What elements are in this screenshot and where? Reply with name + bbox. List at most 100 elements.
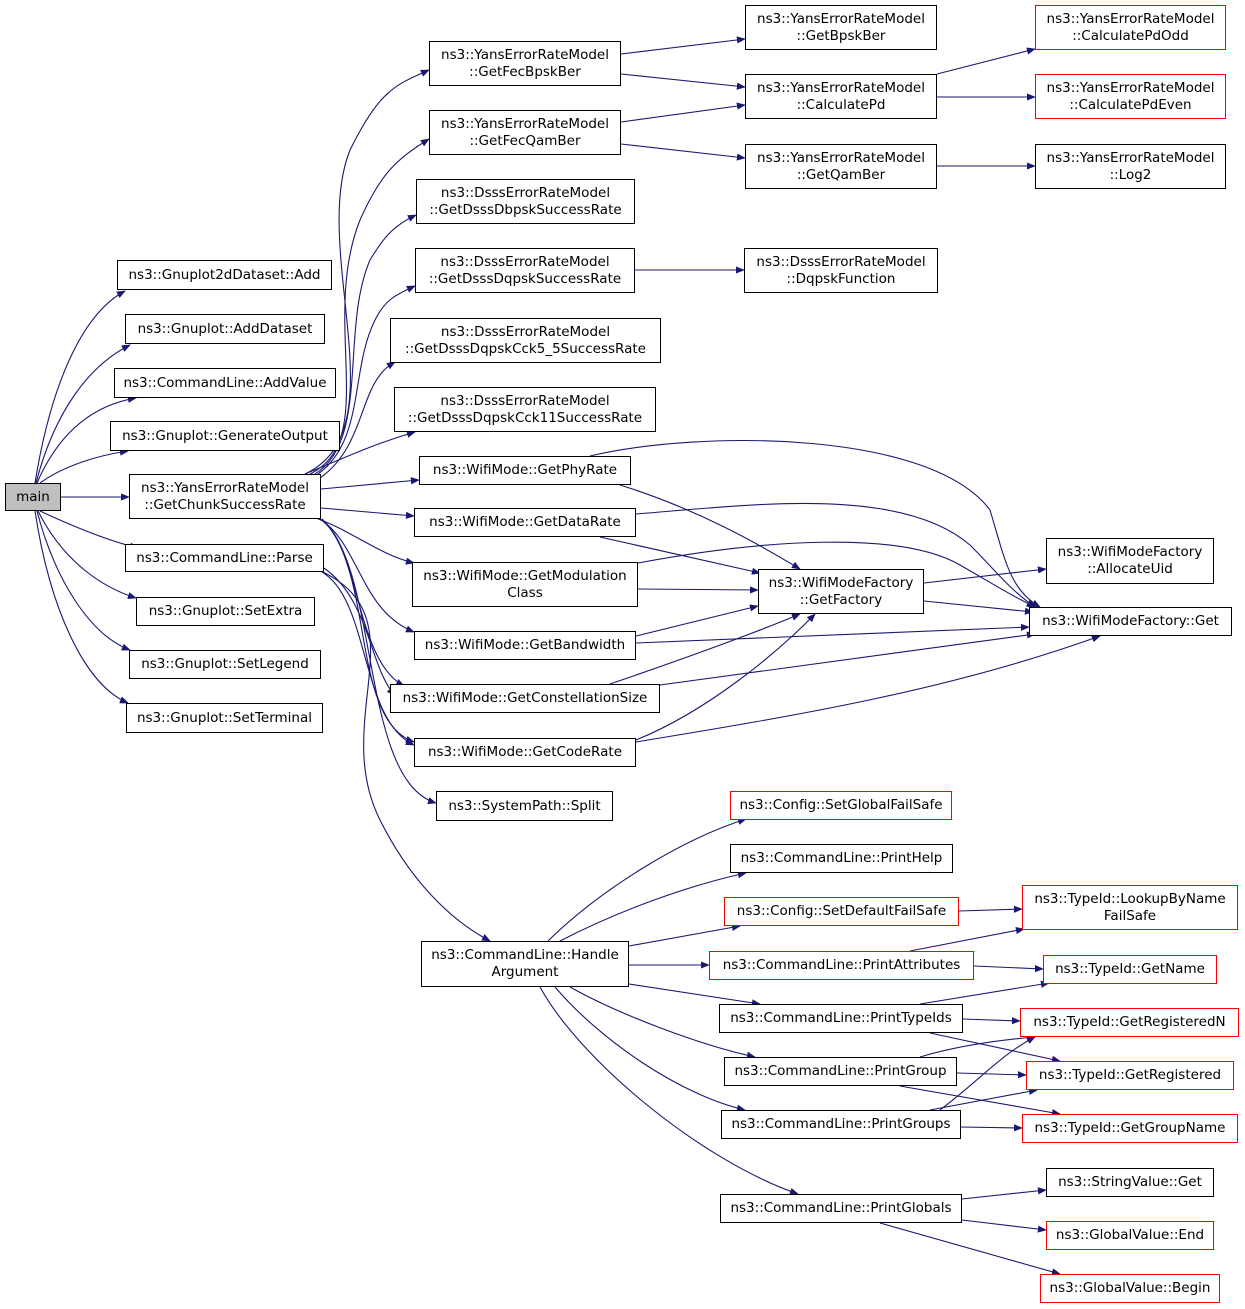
node-label-line: ns3::CommandLine::PrintTypeIds [730, 1010, 952, 1026]
edge-printgroups-to-getregn [939, 1036, 1036, 1111]
node-label-line: ns3::CommandLine::PrintGroup [734, 1063, 947, 1079]
node-typeid-get-group-name[interactable]: ns3::TypeId::GetGroupName [1022, 1114, 1238, 1143]
node-label-line: ns3::WifiMode::GetDataRate [429, 514, 621, 530]
edge-fecbpsk-to-bpskber [620, 36, 746, 55]
node-commandline-print-group[interactable]: ns3::CommandLine::PrintGroup [724, 1057, 957, 1086]
node-label-line: ::GetBpskBer [796, 27, 886, 44]
node-wifimodefactory-allocate-uid[interactable]: ns3::WifiModeFactory::AllocateUid [1046, 538, 1214, 584]
node-wifimodefactory-get-factory[interactable]: ns3::WifiModeFactory::GetFactory [758, 569, 924, 614]
node-label-line: Class [507, 584, 543, 601]
node-gnuplot-set-legend[interactable]: ns3::Gnuplot::SetLegend [129, 650, 321, 679]
node-commandline-print-help[interactable]: ns3::CommandLine::PrintHelp [730, 844, 953, 873]
edge-main-to-setterminal [34, 510, 129, 704]
node-commandline-print-type-ids[interactable]: ns3::CommandLine::PrintTypeIds [719, 1004, 963, 1033]
edge-chunk-to-constsize [319, 518, 405, 687]
node-config-set-global-fail-safe[interactable]: ns3::Config::SetGlobalFailSafe [730, 791, 952, 820]
node-wifimode-get-phy-rate[interactable]: ns3::WifiMode::GetPhyRate [419, 456, 631, 485]
node-yans-get-qam-ber[interactable]: ns3::YansErrorRateModel::GetQamBer [745, 144, 937, 189]
node-wifimode-get-data-rate[interactable]: ns3::WifiMode::GetDataRate [414, 508, 636, 537]
node-dsss-cck5-5-success-rate[interactable]: ns3::DsssErrorRateModel::GetDsssDqpskCck… [390, 318, 661, 363]
node-wifimode-get-bandwidth[interactable]: ns3::WifiMode::GetBandwidth [414, 631, 636, 660]
node-yans-calculate-pd[interactable]: ns3::YansErrorRateModel::CalculatePd [745, 74, 937, 119]
node-globalvalue-end[interactable]: ns3::GlobalValue::End [1046, 1221, 1214, 1250]
node-label-line: ns3::YansErrorRateModel [757, 10, 925, 27]
node-label-line: ns3::CommandLine::PrintAttributes [722, 957, 961, 973]
node-gnuplot-set-extra[interactable]: ns3::Gnuplot::SetExtra [136, 597, 315, 626]
edge-printgroup-to-groupname [899, 1085, 1061, 1117]
edge-calcpd-to-calcpdodd [936, 47, 1036, 75]
node-dsss-dqpsk-function[interactable]: ns3::DsssErrorRateModel::DqpskFunction [744, 248, 938, 293]
node-label-line: ns3::CommandLine::Parse [136, 549, 313, 566]
node-wifimode-get-code-rate[interactable]: ns3::WifiMode::GetCodeRate [414, 738, 636, 767]
node-commandline-add-value[interactable]: ns3::CommandLine::AddValue [114, 368, 336, 398]
node-dsss-dqpsk-success-rate[interactable]: ns3::DsssErrorRateModel::GetDsssDqpskSuc… [415, 248, 635, 293]
node-wifimode-get-constellation-size[interactable]: ns3::WifiMode::GetConstellationSize [390, 684, 660, 713]
node-commandline-print-globals[interactable]: ns3::CommandLine::PrintGlobals [720, 1194, 962, 1223]
node-yans-get-chunk-success-rate[interactable]: ns3::YansErrorRateModel::GetChunkSuccess… [129, 474, 321, 519]
node-globalvalue-begin[interactable]: ns3::GlobalValue::Begin [1040, 1274, 1220, 1303]
node-dsss-dbpsk-success-rate[interactable]: ns3::DsssErrorRateModel::GetDsssDbpskSuc… [416, 179, 635, 224]
edge-setdefaultfs-to-lookup [958, 905, 1023, 913]
node-label-line: ::Log2 [1109, 166, 1152, 183]
node-label-line: ns3::WifiModeFactory::Get [1042, 613, 1219, 629]
node-label-line: ns3::Gnuplot::SetExtra [148, 603, 303, 619]
node-label-line: ns3::WifiModeFactory [768, 574, 914, 591]
node-yans-get-fec-qam-ber[interactable]: ns3::YansErrorRateModel::GetFecQamBer [429, 110, 621, 155]
edge-chunk-to-modclass [317, 518, 415, 565]
node-label-line: ::GetDsssDbpskSuccessRate [429, 201, 622, 218]
edge-phyrate-to-factory [619, 484, 801, 570]
node-label-line: ::GetDsssDqpskCck11SuccessRate [407, 409, 643, 426]
node-label-line: ns3::GlobalValue::End [1055, 1227, 1205, 1243]
edge-fecbpsk-to-calcpd [620, 73, 746, 90]
node-label-line: ns3::TypeId::GetRegisteredN [1033, 1014, 1226, 1030]
node-label-line: ::DqpskFunction [786, 270, 896, 287]
edge-chunk-to-dqpsk [317, 285, 416, 475]
edge-fecqam-to-calcpd [620, 102, 746, 123]
edge-factory-to-allocuid [923, 566, 1047, 584]
node-yans-get-bpsk-ber[interactable]: ns3::YansErrorRateModel::GetBpskBer [745, 5, 937, 50]
edge-bandwidth-to-get [635, 623, 1030, 644]
node-typeid-get-name[interactable]: ns3::TypeId::GetName [1043, 955, 1217, 984]
edge-main-to-generateoutput [39, 448, 129, 484]
edge-modclass-to-factory [637, 586, 759, 594]
node-gnuplot-generate-output[interactable]: ns3::Gnuplot::GenerateOutput [110, 421, 340, 451]
node-gnuplot2d-dataset-add[interactable]: ns3::Gnuplot2dDataset::Add [117, 260, 332, 290]
node-yans-get-fec-bpsk-ber[interactable]: ns3::YansErrorRateModel::GetFecBpskBer [429, 41, 621, 86]
node-commandline-print-attributes[interactable]: ns3::CommandLine::PrintAttributes [709, 951, 974, 980]
node-label-line: ns3::DsssErrorRateModel [440, 184, 611, 201]
node-yans-calculate-pd-even[interactable]: ns3::YansErrorRateModel::CalculatePdEven [1035, 74, 1226, 119]
node-commandline-parse[interactable]: ns3::CommandLine::Parse [125, 544, 324, 572]
node-label-line: ::CalculatePd [796, 96, 886, 113]
node-label-line: ::GetFecBpskBer [469, 63, 581, 80]
edge-printtypeids-to-getname [919, 980, 1050, 1005]
node-wifimodefactory-get[interactable]: ns3::WifiModeFactory::Get [1029, 607, 1232, 636]
node-yans-calculate-pd-odd[interactable]: ns3::YansErrorRateModel::CalculatePdOdd [1035, 5, 1226, 50]
node-typeid-get-registered-n[interactable]: ns3::TypeId::GetRegisteredN [1020, 1008, 1239, 1037]
node-gnuplot-add-dataset[interactable]: ns3::Gnuplot::AddDataset [125, 314, 325, 344]
node-dsss-cck11-success-rate[interactable]: ns3::DsssErrorRateModel::GetDsssDqpskCck… [394, 387, 656, 432]
node-stringvalue-get[interactable]: ns3::StringValue::Get [1046, 1168, 1214, 1197]
node-typeid-get-registered[interactable]: ns3::TypeId::GetRegistered [1026, 1061, 1234, 1090]
node-commandline-print-groups[interactable]: ns3::CommandLine::PrintGroups [721, 1110, 961, 1139]
edge-chunk-to-cck55 [319, 361, 396, 479]
edge-chunk-to-cck11 [304, 430, 416, 475]
node-gnuplot-set-terminal[interactable]: ns3::Gnuplot::SetTerminal [126, 703, 323, 733]
edge-printtypeids-to-getregn [962, 1017, 1021, 1025]
node-config-set-default-fail-safe[interactable]: ns3::Config::SetDefaultFailSafe [724, 897, 959, 926]
node-label-line: main [16, 488, 50, 505]
node-main[interactable]: main [5, 483, 61, 511]
edge-main-to-adddataset [35, 344, 131, 484]
node-systempath-split[interactable]: ns3::SystemPath::Split [436, 791, 613, 821]
edge-phyrate-to-get [589, 439, 1041, 608]
node-label-line: ns3::TypeId::GetRegistered [1038, 1067, 1222, 1083]
node-label-line: ns3::TypeId::LookupByName [1034, 890, 1226, 907]
node-label-line: ns3::YansErrorRateModel [1046, 10, 1215, 27]
edge-chunk-to-datarate [320, 507, 415, 519]
node-label-line: ::GetDsssDqpskCck5_5SuccessRate [405, 340, 646, 357]
node-yans-log2[interactable]: ns3::YansErrorRateModel::Log2 [1035, 144, 1226, 189]
node-label-line: ns3::YansErrorRateModel [441, 115, 609, 132]
